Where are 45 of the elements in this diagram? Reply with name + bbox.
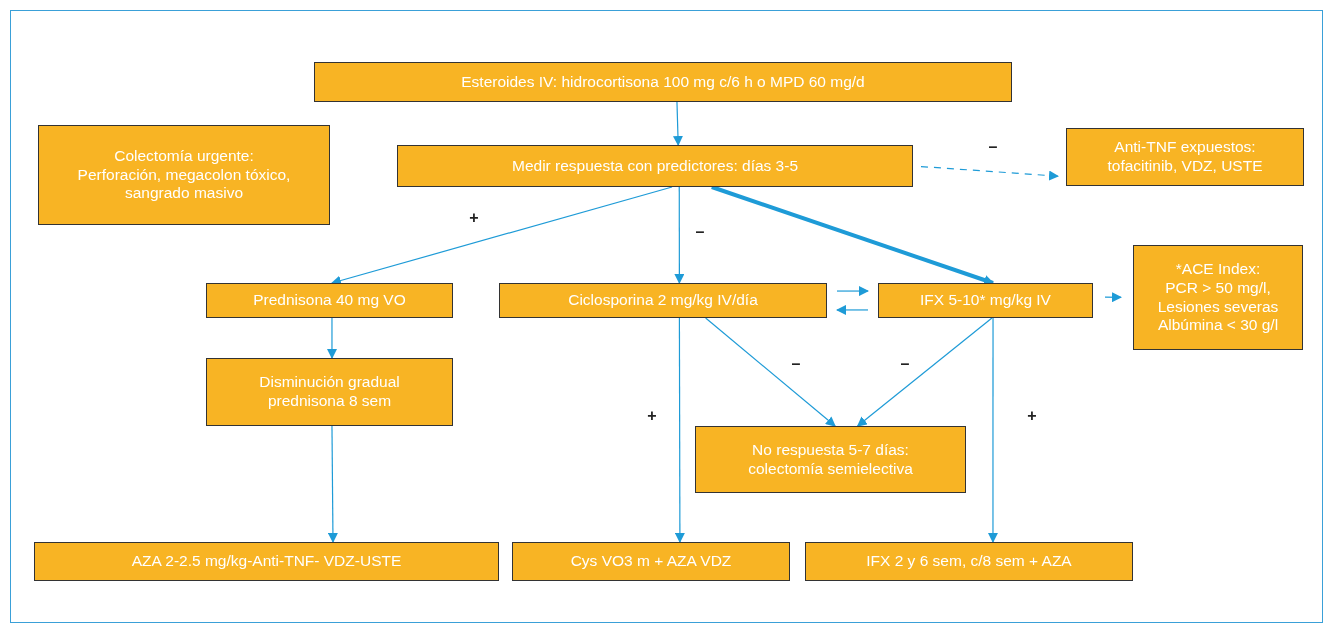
box-text: No respuesta 5-7 días:	[752, 440, 909, 460]
arrow	[674, 186, 685, 284]
box-text: colectomía semielectiva	[748, 459, 913, 479]
box-text: tofacitinib, VDZ, USTE	[1107, 157, 1263, 176]
process-box	[38, 125, 330, 225]
process-box	[1066, 128, 1304, 186]
process-box	[206, 283, 453, 318]
box-text: AZA 2-2.5 mg/kg-Anti-TNF- VDZ-USTE	[131, 552, 402, 571]
box-text: Disminución gradual prednisona 8 sem	[258, 373, 401, 411]
process-box	[397, 145, 913, 187]
arrow	[987, 317, 998, 543]
arrow	[836, 286, 869, 297]
arrow	[674, 317, 685, 543]
box-text: PCR > 50 mg/l,	[1165, 278, 1271, 298]
process-box	[695, 426, 966, 493]
arrow	[705, 317, 836, 427]
process-box	[878, 283, 1093, 318]
box-text: *ACE Index:	[1175, 259, 1261, 279]
process-box	[499, 283, 827, 318]
arrow	[1104, 292, 1122, 303]
box-text: Esteroides IV: hidrocortisona 100 mg c/6 h o MPD 60 mg/d	[461, 72, 865, 92]
arrow	[327, 425, 338, 543]
box-text: Cys VO3 m + AZA VDZ	[570, 552, 732, 571]
process-box	[1133, 245, 1303, 350]
process-box	[314, 62, 1012, 102]
process-box	[34, 542, 499, 581]
process-box	[805, 542, 1133, 581]
box-text: Prednisona 40 mg VO	[253, 291, 406, 310]
box-text: Medir respuesta con predictores: días 3-5	[512, 156, 798, 176]
box-text: Perforación, megacolon tóxico, sangrado masivo	[76, 165, 292, 204]
box-text: Ciclosporina 2 mg/kg IV/día	[568, 291, 758, 310]
arrow	[326, 317, 337, 359]
box-text: Lesiones severas	[1157, 297, 1279, 317]
box-text: IFX 2 y 6 sem, c/8 sem + AZA	[866, 552, 1072, 571]
box-text: Anti-TNF expuestos:	[1114, 138, 1256, 157]
box-text: Colectomía urgente:	[114, 146, 254, 166]
box-text: Albúmina < 30 g/l	[1157, 316, 1279, 336]
arrow	[856, 317, 993, 427]
arrow	[711, 185, 994, 285]
arrow	[920, 165, 1059, 181]
arrow	[672, 101, 683, 146]
box-text: IFX 5-10* mg/kg IV	[920, 291, 1051, 310]
arrow	[836, 304, 869, 315]
process-box	[206, 358, 453, 426]
process-box	[512, 542, 790, 581]
